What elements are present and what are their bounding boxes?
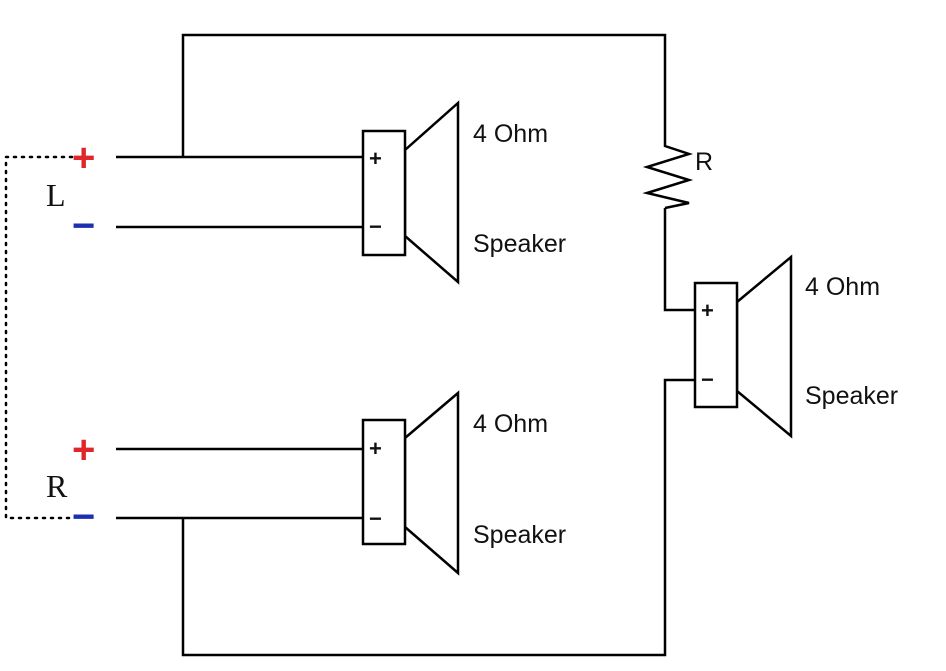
speaker-minus-terminal: −	[369, 506, 382, 531]
left-plus-sign: +	[72, 136, 95, 180]
left-channel-label: L	[46, 177, 66, 213]
speaker-label: Speaker	[473, 521, 566, 549]
speaker-plus-terminal: +	[369, 146, 382, 171]
speaker-top-left: + − 4 Ohm Speaker	[361, 100, 566, 285]
right-minus-sign: −	[72, 495, 95, 539]
speaker-impedance-label: 4 Ohm	[473, 120, 548, 148]
speaker-plus-terminal: +	[701, 298, 714, 323]
speaker-minus-terminal: −	[701, 367, 714, 392]
wire-top-loop	[181, 33, 667, 157]
speaker-cone	[403, 390, 460, 576]
left-minus-sign: −	[72, 204, 95, 248]
right-channel-label: R	[46, 468, 68, 504]
resistor-label: R	[695, 148, 713, 176]
speaker-minus-terminal: −	[369, 214, 382, 239]
speaker-cone	[403, 100, 460, 285]
speaker-magnet-box	[361, 129, 407, 257]
speaker-bottom-left: + − 4 Ohm Speaker	[361, 390, 566, 576]
right-plus-sign: +	[72, 428, 95, 472]
left-channel-terminal: L + −	[46, 136, 95, 248]
speaker-impedance-label: 4 Ohm	[805, 273, 880, 301]
speaker-center: + − 4 Ohm Speaker	[693, 254, 898, 439]
speaker-magnet-box	[693, 281, 739, 409]
wires	[116, 33, 695, 657]
speaker-label: Speaker	[805, 382, 898, 410]
right-channel-terminal: R + −	[46, 428, 95, 539]
wire-bottom-loop	[181, 378, 695, 657]
speaker-impedance-label: 4 Ohm	[473, 410, 548, 438]
speaker-plus-terminal: +	[369, 436, 382, 461]
speaker-label: Speaker	[473, 230, 566, 258]
speaker-magnet-box	[361, 418, 407, 546]
wire-resistor-to-center-plus	[663, 208, 695, 312]
channel-bridge-dotted-line	[4, 155, 74, 520]
resistor-symbol	[642, 140, 694, 210]
speaker-cone	[735, 254, 793, 439]
